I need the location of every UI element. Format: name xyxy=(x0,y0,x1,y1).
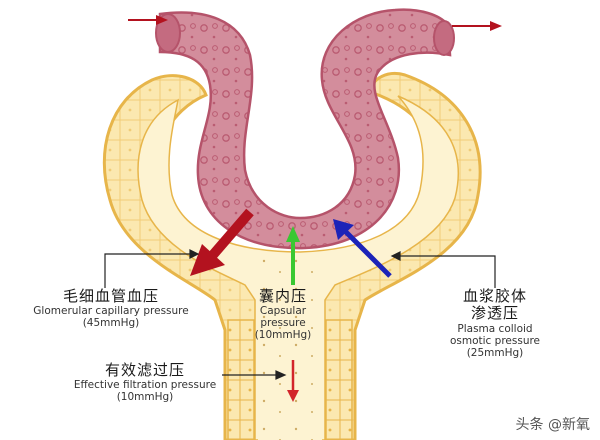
capsular-label-value: (10mmHg) xyxy=(254,329,312,342)
capsular-pressure-label: 囊内压 Capsular pressure (10mmHg) xyxy=(228,287,338,342)
effective-label-en: Effective filtration pressure xyxy=(73,379,217,392)
oncotic-pressure-arrow xyxy=(333,219,392,278)
glomerular-label-value: (45mmHg) xyxy=(82,317,140,330)
source-watermark: 头条 @新氧 xyxy=(515,417,590,433)
capsular-label-zh: 囊内压 xyxy=(258,287,307,305)
glomerular-leader xyxy=(104,249,200,288)
effective-pressure-arrow xyxy=(287,360,299,402)
oncotic-label-en1: Plasma colloid xyxy=(457,322,533,335)
afferent-opening xyxy=(155,13,181,53)
effective-pressure-label: 有效滤过压 Effective filtration pressure (10m… xyxy=(60,361,230,404)
oncotic-label-en2: osmotic pressure xyxy=(449,334,541,347)
tubule-wall-right xyxy=(325,319,353,440)
efferent-opening xyxy=(433,20,455,56)
glomerular-pressure-label: 毛细血管血压 Glomerular capillary pressure (45… xyxy=(6,287,216,330)
oncotic-label-zh1: 血浆胶体 xyxy=(462,287,527,305)
inflow-arrow xyxy=(128,15,168,25)
capsular-label-en1: Capsular xyxy=(259,305,307,318)
oncotic-leader xyxy=(390,251,496,288)
glomerular-label-en: Glomerular capillary pressure xyxy=(33,305,189,318)
oncotic-pressure-label: 血浆胶体 渗透压 Plasma colloid osmotic pressure… xyxy=(395,287,595,359)
glomerular-pressure-arrow xyxy=(190,208,254,276)
effective-label-value: (10mmHg) xyxy=(116,391,174,404)
capsular-pressure-arrow xyxy=(286,226,300,285)
tubule-wall-left xyxy=(227,319,255,440)
effective-leader xyxy=(222,370,287,380)
oncotic-label-value: (25mmHg) xyxy=(466,346,524,359)
capsular-label-en2: pressure xyxy=(260,317,306,330)
effective-label-zh: 有效滤过压 xyxy=(104,361,185,379)
glomerular-label-zh: 毛细血管血压 xyxy=(62,287,159,305)
oncotic-label-zh2: 渗透压 xyxy=(470,304,519,323)
outflow-arrow xyxy=(452,21,502,31)
